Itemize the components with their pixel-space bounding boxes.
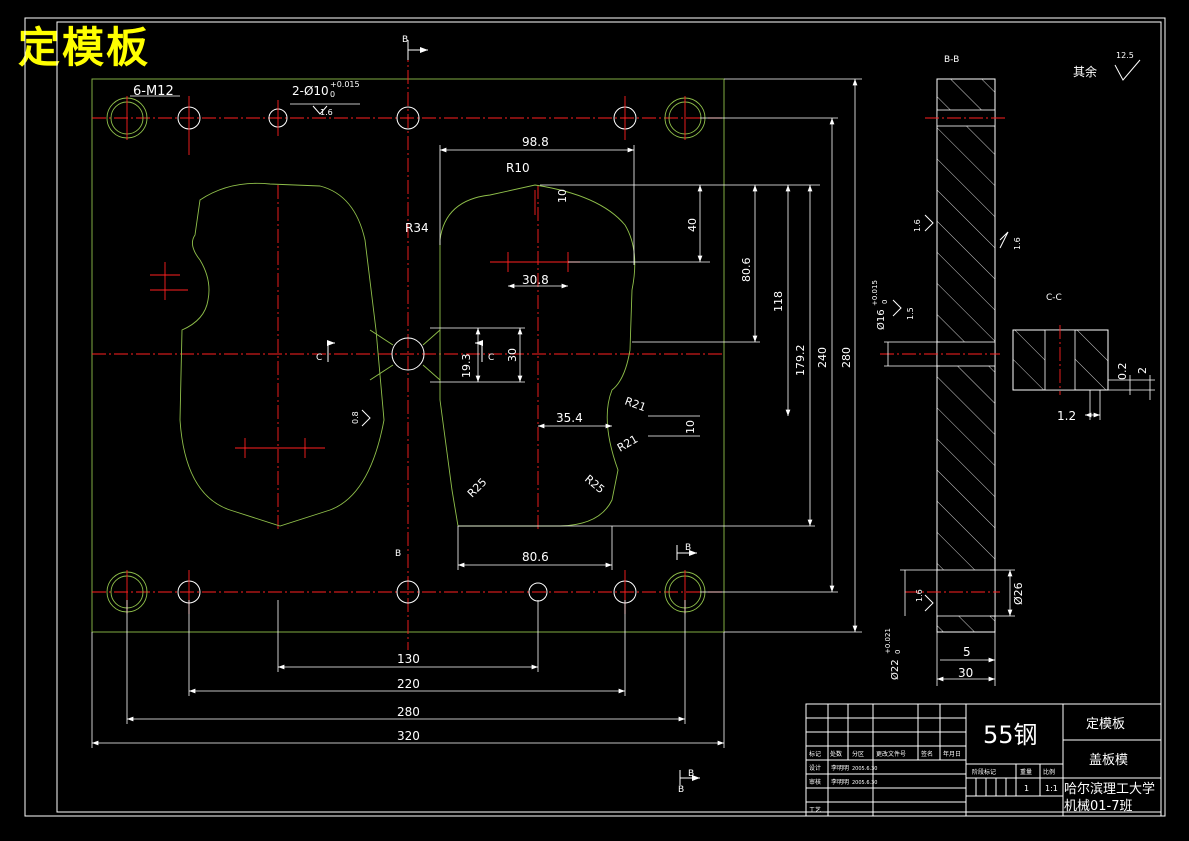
- label-rough-left: 0.8: [351, 411, 360, 424]
- dim-19-3: 19.3: [460, 354, 473, 379]
- section-c-left: C: [316, 353, 322, 363]
- section-b-right: B: [685, 543, 691, 553]
- dim-d16: Ø16: [875, 309, 887, 330]
- tb-check: 审核: [809, 778, 821, 786]
- label-r21-a: R21: [623, 395, 648, 415]
- tb-scale: 1:1: [1045, 784, 1058, 793]
- tb-date-hdr: 年月日: [943, 750, 961, 758]
- dim-130: 130: [397, 652, 420, 666]
- dim-30-h: 30: [958, 666, 973, 680]
- section-b-top: B: [402, 35, 408, 45]
- section-arrows: [327, 40, 700, 785]
- tb-date1: 2005.6.30: [852, 766, 877, 772]
- dim-10-b: 10: [684, 420, 697, 434]
- section-b-mid: B: [395, 549, 401, 559]
- dim-35-4: 35.4: [556, 411, 583, 425]
- tb-weight-hdr: 重量: [1020, 768, 1032, 776]
- label-pins: 2-Ø10: [292, 84, 329, 98]
- section-bb-centerlines: [880, 117, 1005, 593]
- tb-class: 机械01-7班: [1064, 799, 1133, 814]
- right-cavity-outline: [439, 184, 636, 527]
- section-bb-bottom-hole: [936, 569, 996, 617]
- label-rough-bb4: 1.5: [906, 307, 915, 320]
- dim-98-8: 98.8: [522, 135, 549, 149]
- left-cavity-outline: [179, 182, 385, 527]
- dim-d16-tol: +0.015: [871, 280, 879, 306]
- label-rest-rough: 12.5: [1116, 51, 1134, 60]
- tb-design: 设计: [809, 764, 821, 772]
- section-bb-title: B-B: [944, 55, 959, 65]
- dim-30-8: 30.8: [522, 273, 549, 287]
- dim-10-a: 10: [556, 189, 569, 203]
- dim-40: 40: [686, 218, 699, 232]
- dim-118: 118: [772, 291, 785, 312]
- dim-220: 220: [397, 677, 420, 691]
- tb-scale-hdr: 比例: [1043, 768, 1055, 776]
- dim-179-2: 179.2: [794, 345, 807, 377]
- drawing-title: 定模板: [18, 23, 151, 72]
- dim-280-h: 280: [397, 705, 420, 719]
- label-pins-tol: +0.015: [330, 80, 360, 89]
- tb-assembly: 盖板模: [1089, 753, 1128, 768]
- tb-sign-hdr: 签名: [921, 750, 933, 758]
- tb-doc-hdr: 更改文件号: [876, 750, 906, 758]
- runner: [369, 329, 441, 381]
- tb-part-name: 定模板: [1086, 717, 1125, 732]
- dim-d22: Ø22: [889, 659, 901, 680]
- dim-80-6-h: 80.6: [522, 550, 549, 564]
- tb-material: 55钢: [983, 721, 1038, 749]
- tb-zone-hdr: 分区: [852, 750, 864, 758]
- label-rest: 其余: [1073, 64, 1097, 79]
- dim-280-v: 280: [840, 347, 853, 368]
- hole-center-marks: [126, 96, 686, 614]
- label-pins-rough: 1.6: [320, 108, 333, 117]
- section-c-right: C: [488, 353, 494, 363]
- outer-frame: [24, 17, 1166, 817]
- label-rough-bb2: 1.6: [1013, 237, 1022, 250]
- tb-qty: 1: [1024, 784, 1029, 793]
- sprue-hole: [391, 337, 425, 371]
- label-r21-b: R21: [615, 433, 640, 455]
- label-pins-tol2: 0: [330, 90, 335, 99]
- tb-mark-hdr: 标记: [809, 750, 821, 758]
- title-block-grid: [805, 703, 1162, 817]
- dim-240: 240: [816, 347, 829, 368]
- dim-320: 320: [397, 729, 420, 743]
- tb-craft: 工艺: [809, 806, 821, 814]
- tb-designer: 李明明: [831, 764, 849, 772]
- dim-80-6-v: 80.6: [740, 258, 753, 283]
- label-r10: R10: [506, 161, 530, 175]
- label-r25-b: R25: [582, 472, 607, 496]
- tb-checker: 李明明: [831, 778, 849, 786]
- cavity-center-marks: [150, 190, 580, 458]
- label-r25-a: R25: [465, 476, 489, 500]
- roughness-symbols: [312, 59, 1141, 612]
- tb-date2: 2005.6.30: [852, 780, 877, 786]
- tb-count-hdr: 处数: [830, 750, 842, 758]
- section-cc-dims: [1085, 375, 1155, 420]
- dim-5: 5: [963, 645, 971, 659]
- dim-d22-tol: +0.021: [884, 628, 892, 654]
- section-bb-dims: [884, 341, 1015, 686]
- label-screws: 6-M12: [133, 84, 174, 99]
- tb-school: 哈尔滨理工大学: [1064, 781, 1155, 797]
- label-r34: R34: [405, 221, 429, 235]
- dim-30-v: 30: [506, 348, 519, 362]
- dimension-lines: [91, 78, 862, 748]
- section-b-bottom2: B: [688, 769, 694, 779]
- dim-d16-tol2: 0: [881, 300, 889, 304]
- section-b-bottom: B: [678, 785, 684, 795]
- dim-d26: Ø26: [1012, 582, 1025, 605]
- label-rough-bb3: 1.6: [915, 589, 924, 602]
- dim-0-2: 0.2: [1116, 363, 1129, 381]
- dim-d22-tol2: 0: [894, 650, 902, 654]
- dim-2: 2: [1136, 367, 1149, 374]
- dim-1-2: 1.2: [1057, 409, 1076, 423]
- label-rough-bb1: 1.6: [913, 219, 922, 232]
- tb-stage-hdr: 阶段标记: [972, 768, 996, 776]
- inner-frame: [56, 21, 1162, 813]
- section-cc-title: C-C: [1046, 293, 1062, 303]
